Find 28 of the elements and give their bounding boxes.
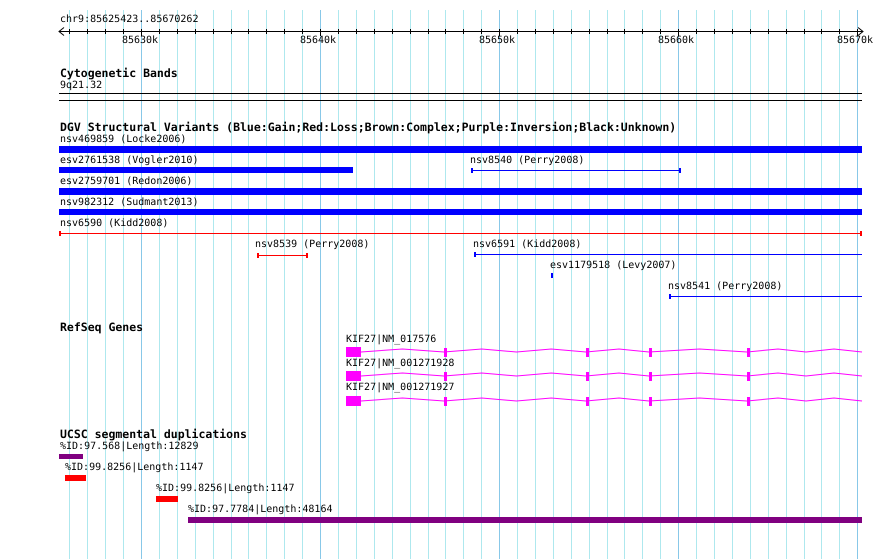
feature-label: KIF27|NM_001271927 [346, 382, 454, 394]
feature-label: %ID:99.8256|Length:1147 [156, 483, 294, 495]
feature-label: nsv8540 (Perry2008) [470, 155, 584, 167]
feature-label: %ID:97.7784|Length:48164 [188, 504, 332, 516]
tick-label: 85670k [836, 35, 874, 47]
tick-label: 85640k [300, 35, 336, 47]
tick-label: 85650k [478, 35, 516, 47]
feature-label: nsv6591 (Kidd2008) [473, 239, 582, 251]
track-title: Cytogenetic Bands [60, 67, 178, 80]
tick-label: 85630k [122, 35, 158, 47]
feature-label: KIF27|NM_001271928 [346, 358, 454, 370]
feature-label: nsv8541 (Perry2008) [668, 281, 782, 293]
feature-label: nsv6590 (Kidd2008) [60, 218, 168, 230]
tick-label: 85660k [658, 35, 694, 47]
feature-label: nsv982312 (Sudmant2013) [60, 197, 198, 209]
feature-label: esv2759701 (Redon2006) [60, 176, 192, 188]
feature-label: nsv469859 (Locke2006) [60, 134, 186, 146]
feature-label: %ID:97.568|Length:12829 [60, 441, 198, 453]
feature-label: nsv8539 (Perry2008) [255, 239, 370, 251]
feature-label: %ID:99.8256|Length:1147 [65, 462, 204, 474]
track-title: DGV Structural Variants (Blue:Gain;Red:Loss;Brown:Complex;Purple:Inversion;Black:Unknown) [60, 121, 676, 134]
feature-label: esv1179518 (Levy2007) [550, 260, 676, 272]
feature-label: KIF27|NM_017576 [346, 334, 436, 346]
coord-label: chr9:85625423..85670262 [60, 14, 198, 26]
feature-label: esv2761538 (Vogler2010) [60, 155, 198, 167]
track-title: UCSC segmental duplications [60, 428, 247, 441]
band-label: 9q21.32 [60, 80, 102, 92]
track-title: RefSeq Genes [60, 321, 144, 334]
